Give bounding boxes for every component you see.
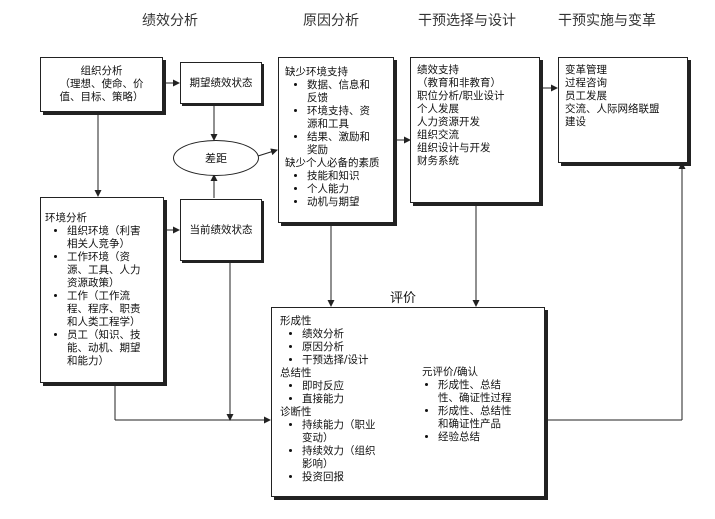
cause-section-title: 缺少个人必备的素质 <box>285 157 380 169</box>
eval-item: 干预选择/设计 <box>302 354 418 367</box>
cause-section-title: 缺少环境支持 <box>285 66 348 78</box>
header-cause-analysis: 原因分析 <box>303 13 359 29</box>
env-analysis-title: 环境分析 <box>45 212 87 224</box>
eval-item: 直接能力 <box>302 393 418 406</box>
diagnostic-title: 诊断性 <box>280 406 312 418</box>
eval-item: 投资回报 <box>302 471 418 484</box>
summative-title: 总结性 <box>280 367 312 379</box>
org-analysis-line: （理想、使命、价 <box>59 78 144 90</box>
implementation-line: 变革管理 <box>565 64 607 76</box>
formative-title: 形成性 <box>280 315 312 327</box>
intervention-line: 绩效支持 <box>417 64 459 76</box>
evaluation-box: 形成性 绩效分析 原因分析 干预选择/设计 总结性 即时反应 直接能力 诊断性 … <box>271 307 545 497</box>
intervention-line: 财务系统 <box>417 155 459 167</box>
intervention-line: 组织交流 <box>417 129 459 141</box>
org-analysis-line: 组织分析 <box>80 65 123 77</box>
cause-item: 个人能力 <box>307 183 390 196</box>
intervention-line: 人力资源开发 <box>417 116 480 128</box>
eval-item: 绩效分析 <box>302 328 418 341</box>
implementation-line: 建设 <box>565 116 586 128</box>
implementation-line: 过程咨询 <box>565 77 607 89</box>
gap-label: 差距 <box>205 152 227 165</box>
implementation-line: 交流、人际网络联盟 <box>565 103 660 115</box>
current-state-box: 当前绩效状态 <box>180 199 262 261</box>
intervention-line: 职位分析/职业设计 <box>417 90 505 102</box>
desired-state-label: 期望绩效状态 <box>189 76 253 89</box>
eval-item: 即时反应 <box>302 380 418 393</box>
header-performance-analysis: 绩效分析 <box>142 13 198 29</box>
eval-item: 原因分析 <box>302 341 418 354</box>
cause-item: 动机与期望 <box>307 196 390 209</box>
intervention-line: 组织设计与开发 <box>417 142 491 154</box>
org-analysis-line: 值、目标、策略） <box>59 91 144 103</box>
cause-item: 技能和知识 <box>307 170 390 183</box>
header-intervention-design: 干预选择与设计 <box>418 13 516 29</box>
intervention-line: 个人发展 <box>417 103 459 115</box>
gap-ellipse: 差距 <box>173 140 259 176</box>
current-state-label: 当前绩效状态 <box>189 223 253 236</box>
header-implementation: 干预实施与变革 <box>558 13 656 29</box>
meta-item: 形成性、总结性、确证性过程 <box>438 379 542 405</box>
intervention-design-box: 绩效支持 （教育和非教育） 职位分析/职业设计 个人发展 人力资源开发 组织交流… <box>410 57 540 203</box>
intervention-line: （教育和非教育） <box>417 77 501 89</box>
meta-item: 经验总结 <box>438 431 542 444</box>
implementation-line: 员工发展 <box>565 90 607 102</box>
meta-title: 元评价/确认 <box>422 366 479 378</box>
implementation-box: 变革管理 过程咨询 员工发展 交流、人际网络联盟 建设 <box>558 57 688 163</box>
org-analysis-box: 组织分析 （理想、使命、价 值、目标、策略） <box>40 57 163 112</box>
desired-state-box: 期望绩效状态 <box>180 62 262 104</box>
evaluation-label: 评价 <box>390 291 417 306</box>
